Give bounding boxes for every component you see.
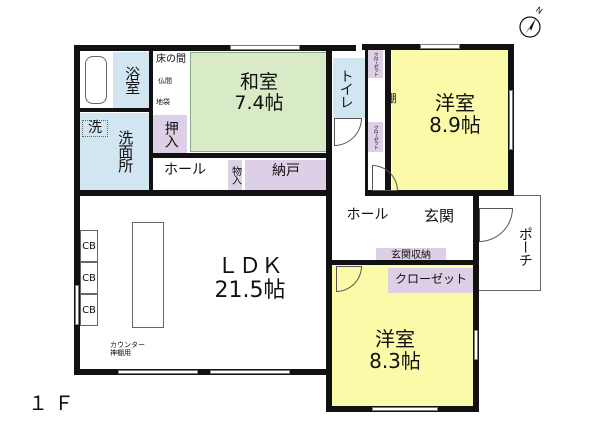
door-swing[interactable] xyxy=(334,118,362,146)
window xyxy=(420,44,460,49)
wall xyxy=(74,190,329,196)
cupboard-group: CB CB CB xyxy=(80,230,98,326)
label-hall-2: ホール xyxy=(346,207,389,223)
label-butsuma: 仏間 xyxy=(158,77,172,85)
label-porch: ポーチ xyxy=(516,226,533,266)
label-jibukuro: 地袋 xyxy=(156,98,170,106)
label-tokonoma: 床の間 xyxy=(156,54,186,65)
window xyxy=(75,285,79,325)
room-youshitsu-1 xyxy=(392,50,510,191)
room-name: ＬＤＫ xyxy=(216,254,283,279)
window xyxy=(118,370,198,374)
counter-note-text: カウンター xyxy=(110,341,145,349)
wall xyxy=(473,195,479,412)
wall xyxy=(365,190,514,196)
room-oshiire xyxy=(153,115,187,153)
label-genkan: 玄関 xyxy=(423,207,454,225)
room-size: 8.9帖 xyxy=(429,113,481,137)
cupboard: CB xyxy=(80,262,98,294)
label-nando: 納戸 xyxy=(272,163,300,179)
room-name: 洋室 xyxy=(375,327,415,351)
label-genkan-storage: 玄関収納 xyxy=(391,249,431,261)
label-washitsu: 和室 7.4帖 xyxy=(200,72,318,114)
label-bath: 浴室 xyxy=(123,66,142,94)
closet-bottom xyxy=(388,268,474,293)
label-closet-bottom: クローゼット xyxy=(394,272,467,286)
room-bath xyxy=(113,52,151,108)
bathtub-area xyxy=(80,52,113,108)
room-monoire xyxy=(228,160,242,190)
window xyxy=(474,330,478,360)
label-youshitsu-1: 洋室 8.9帖 xyxy=(400,92,510,136)
closet-mid xyxy=(367,122,383,152)
room-tokonoma xyxy=(153,52,190,112)
closet-top xyxy=(367,50,383,78)
room-name: 洋室 xyxy=(435,91,475,115)
label-washroom: 洗面所 xyxy=(116,130,135,172)
room-size: 7.4帖 xyxy=(234,91,284,114)
label-closet-top: クローゼット xyxy=(372,52,379,76)
room-name: 和室 xyxy=(239,71,278,93)
cupboard: CB xyxy=(80,294,98,326)
label-closet-mid: クローゼット xyxy=(372,125,379,149)
room-washroom xyxy=(80,113,150,190)
label-laundry: 洗 xyxy=(82,120,108,138)
label-hall-1: ホール xyxy=(164,162,206,178)
label-shelf: 棚 xyxy=(385,92,397,105)
porch-area xyxy=(478,195,541,291)
compass-svg xyxy=(519,16,541,38)
window xyxy=(210,370,290,374)
wall xyxy=(150,153,328,158)
wall xyxy=(365,44,368,194)
label-toilet: トイレ xyxy=(337,68,354,108)
genkan-storage xyxy=(376,248,446,262)
room-nando xyxy=(245,160,327,190)
wall xyxy=(74,369,332,375)
room-toilet xyxy=(333,58,365,118)
cupboard: CB xyxy=(80,230,98,262)
kitchen-counter xyxy=(132,222,164,328)
label-monoire: 物入 xyxy=(229,166,241,184)
label-oshiire: 押入 xyxy=(162,121,179,147)
wall xyxy=(149,45,153,193)
room-size: 8.3帖 xyxy=(369,349,421,373)
room-washitsu xyxy=(190,52,328,152)
window xyxy=(509,90,513,150)
label-youshitsu-2: 洋室 8.3帖 xyxy=(340,328,450,372)
north-arrow-icon: N xyxy=(518,5,544,38)
window xyxy=(230,45,300,50)
counter-note: カウンター 神棚用 xyxy=(110,341,145,357)
label-ldk: ＬＤＫ 21.5帖 xyxy=(180,254,320,304)
wall xyxy=(326,45,332,411)
wall xyxy=(74,45,356,51)
wall xyxy=(326,260,476,265)
wall xyxy=(74,108,152,112)
window xyxy=(372,407,438,411)
room-size: 21.5帖 xyxy=(214,278,286,304)
kamidana-note-text: 神棚用 xyxy=(110,348,131,357)
floor-label: １Ｆ xyxy=(28,391,80,415)
wall xyxy=(74,45,80,375)
wall xyxy=(385,44,391,194)
